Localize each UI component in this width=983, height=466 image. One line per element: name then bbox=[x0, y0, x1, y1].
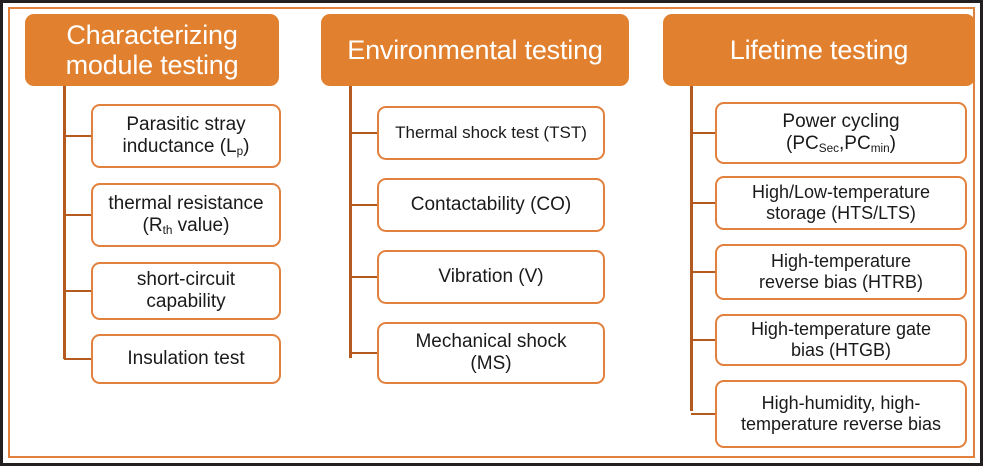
leaf-label: Mechanical shock (MS) bbox=[415, 331, 566, 375]
node-power-cycling: Power cycling (PCSec,PCmin) bbox=[663, 102, 973, 164]
header-label: Environmental testing bbox=[347, 34, 603, 65]
leaf-label: Thermal shock test (TST) bbox=[395, 123, 587, 143]
tree-environmental: Thermal shock test (TST) Contactability … bbox=[321, 86, 661, 386]
tree-lifetime: Power cycling (PCSec,PCmin) High/Low-tem… bbox=[663, 86, 973, 461]
leaf-vibration[interactable]: Vibration (V) bbox=[377, 250, 605, 304]
leaf-line-2-subscript: p bbox=[236, 145, 244, 159]
leaf-line-2-post: ) bbox=[889, 133, 896, 154]
leaf-label: High-humidity, high- temperature reverse… bbox=[741, 393, 941, 435]
leaf-line-2: reverse bias (HTRB) bbox=[758, 272, 924, 292]
leaf-line-2: capability bbox=[146, 291, 226, 312]
tree-characterizing: Parasitic stray inductance (Lp) thermal … bbox=[25, 86, 320, 396]
node-parasitic-stray-inductance: Parasitic stray inductance (Lp) bbox=[25, 104, 320, 168]
node-high-humidity-high-temperature-reverse-bias: High-humidity, high- temperature reverse… bbox=[663, 380, 973, 448]
leaf-line-2: inductance (Lp) bbox=[123, 136, 250, 158]
node-short-circuit-capability: short-circuit capability bbox=[25, 262, 320, 320]
leaf-label: Contactability (CO) bbox=[410, 193, 572, 215]
header-line-2: module testing bbox=[65, 50, 239, 80]
leaf-line-1: High/Low-temperature bbox=[751, 182, 931, 203]
tree-trunk bbox=[690, 86, 693, 411]
leaf-line-2: (MS) bbox=[470, 353, 512, 374]
node-vibration: Vibration (V) bbox=[321, 250, 661, 304]
leaf-mechanical-shock[interactable]: Mechanical shock (MS) bbox=[377, 322, 605, 384]
leaf-high-temperature-reverse-bias[interactable]: High-temperature reverse bias (HTRB) bbox=[715, 244, 967, 300]
column-characterizing-module-testing: Characterizing module testing Parasitic … bbox=[25, 14, 320, 396]
leaf-high-humidity-high-temperature-reverse-bias[interactable]: High-humidity, high- temperature reverse… bbox=[715, 380, 967, 448]
leaf-line-2: temperature reverse bias bbox=[740, 414, 942, 434]
tree-branch bbox=[350, 276, 378, 278]
leaf-line-1: Parasitic stray bbox=[126, 113, 246, 135]
tree-branch bbox=[691, 339, 716, 341]
node-high-low-temperature-storage: High/Low-temperature storage (HTS/LTS) bbox=[663, 176, 973, 230]
node-high-temperature-reverse-bias: High-temperature reverse bias (HTRB) bbox=[663, 244, 973, 300]
tree-branch bbox=[691, 271, 716, 273]
leaf-line-2: (Rth value) bbox=[108, 215, 263, 237]
tree-branch bbox=[64, 290, 92, 292]
leaf-line-2-post: ) bbox=[243, 136, 250, 157]
node-contactability: Contactability (CO) bbox=[321, 178, 661, 232]
tree-branch bbox=[64, 214, 92, 216]
leaf-line-1: short-circuit bbox=[136, 268, 236, 290]
leaf-high-low-temperature-storage[interactable]: High/Low-temperature storage (HTS/LTS) bbox=[715, 176, 967, 230]
tree-branch bbox=[691, 202, 716, 204]
leaf-label: short-circuit capability bbox=[137, 269, 235, 313]
header-lifetime-testing[interactable]: Lifetime testing bbox=[663, 14, 975, 86]
leaf-thermal-resistance[interactable]: thermal resistance (Rth value) bbox=[91, 183, 281, 247]
tree-branch bbox=[350, 352, 378, 354]
leaf-label: Insulation test bbox=[127, 347, 245, 369]
taxonomy-columns: Characterizing module testing Parasitic … bbox=[3, 3, 980, 463]
leaf-thermal-shock-test[interactable]: Thermal shock test (TST) bbox=[377, 106, 605, 160]
leaf-line-2: (PCSec,PCmin) bbox=[782, 133, 899, 155]
leaf-label: Parasitic stray inductance (Lp) bbox=[123, 114, 250, 158]
leaf-line-2-mid: ,PC bbox=[839, 133, 871, 154]
leaf-line-1: Mechanical shock bbox=[415, 330, 567, 352]
node-insulation-test: Insulation test bbox=[25, 334, 320, 384]
tree-trunk bbox=[63, 86, 66, 359]
leaf-line-2-pre: (R bbox=[142, 215, 163, 236]
leaf-label: thermal resistance (Rth value) bbox=[108, 193, 263, 237]
leaf-line-2-pre: (PC bbox=[786, 133, 819, 154]
tree-trunk bbox=[349, 86, 352, 358]
leaf-high-temperature-gate-bias[interactable]: High-temperature gate bias (HTGB) bbox=[715, 314, 967, 366]
leaf-line-2-pre: inductance (L bbox=[122, 136, 237, 157]
leaf-label: High-temperature reverse bias (HTRB) bbox=[759, 251, 923, 293]
header-environmental-testing[interactable]: Environmental testing bbox=[321, 14, 629, 86]
leaf-line-1: High-temperature gate bbox=[750, 319, 932, 340]
leaf-parasitic-stray-inductance[interactable]: Parasitic stray inductance (Lp) bbox=[91, 104, 281, 168]
tree-branch bbox=[350, 132, 378, 134]
leaf-line-2-subscript-1: Sec bbox=[818, 142, 840, 156]
tree-branch bbox=[691, 413, 716, 415]
tree-branch bbox=[64, 135, 92, 137]
leaf-label: Vibration (V) bbox=[438, 265, 544, 287]
node-thermal-resistance: thermal resistance (Rth value) bbox=[25, 183, 320, 247]
header-label: Characterizing module testing bbox=[35, 20, 269, 80]
leaf-line-2: bias (HTGB) bbox=[790, 340, 891, 360]
leaf-label: Power cycling (PCSec,PCmin) bbox=[782, 111, 899, 155]
node-high-temperature-gate-bias: High-temperature gate bias (HTGB) bbox=[663, 314, 973, 366]
leaf-line-1: thermal resistance bbox=[108, 192, 264, 214]
leaf-line-1: High-humidity, high- bbox=[761, 393, 921, 414]
tree-branch bbox=[350, 204, 378, 206]
header-label: Lifetime testing bbox=[729, 34, 909, 65]
header-line-1: Characterizing bbox=[66, 19, 238, 50]
header-characterizing-module-testing[interactable]: Characterizing module testing bbox=[25, 14, 279, 86]
leaf-line-2-post: value) bbox=[172, 215, 230, 236]
leaf-line-1: Power cycling bbox=[782, 110, 900, 132]
leaf-contactability[interactable]: Contactability (CO) bbox=[377, 178, 605, 232]
tree-branch bbox=[64, 358, 92, 360]
column-environmental-testing: Environmental testing Thermal shock test… bbox=[321, 14, 661, 386]
leaf-insulation-test[interactable]: Insulation test bbox=[91, 334, 281, 384]
column-lifetime-testing: Lifetime testing Power cycling (PCSec,PC… bbox=[663, 14, 975, 461]
leaf-power-cycling[interactable]: Power cycling (PCSec,PCmin) bbox=[715, 102, 967, 164]
node-mechanical-shock: Mechanical shock (MS) bbox=[321, 322, 661, 384]
node-thermal-shock-test: Thermal shock test (TST) bbox=[321, 106, 661, 160]
leaf-line-1: High-temperature bbox=[770, 251, 912, 272]
leaf-short-circuit-capability[interactable]: short-circuit capability bbox=[91, 262, 281, 320]
leaf-line-2-subscript: th bbox=[162, 224, 173, 238]
tree-branch bbox=[691, 132, 716, 134]
leaf-line-2: storage (HTS/LTS) bbox=[766, 203, 916, 223]
leaf-label: High-temperature gate bias (HTGB) bbox=[751, 319, 931, 361]
leaf-label: High/Low-temperature storage (HTS/LTS) bbox=[752, 182, 930, 224]
leaf-line-2-subscript-2: min bbox=[870, 142, 890, 156]
